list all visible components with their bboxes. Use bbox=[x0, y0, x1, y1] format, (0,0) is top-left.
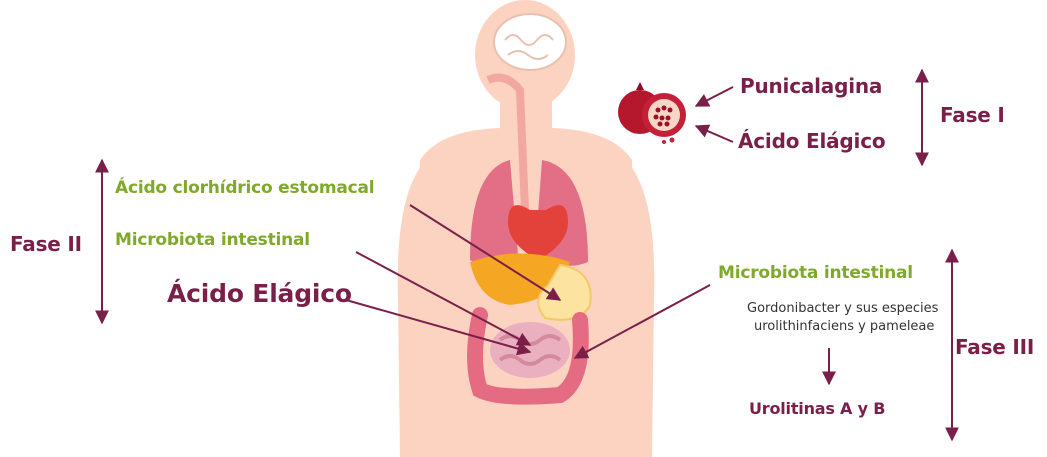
species-line-2: urolithinfaciens y pameleae bbox=[754, 318, 934, 336]
species-line-1: Gordonibacter y sus especies bbox=[747, 300, 938, 318]
acido-elagico-phase1-label: Ácido Elágico bbox=[738, 129, 885, 153]
pomegranate-icon bbox=[618, 82, 686, 144]
acido-elagico-phase2-label: Ácido Elágico bbox=[167, 279, 352, 308]
microbiota-phase2-label: Microbiota intestinal bbox=[115, 230, 310, 250]
fase-iii-label: Fase III bbox=[955, 335, 1034, 359]
acido-elagico-phase1-arrow bbox=[696, 126, 733, 142]
urolitinas-label: Urolitinas A y B bbox=[749, 399, 885, 418]
microbiota-phase3-label: Microbiota intestinal bbox=[718, 263, 913, 283]
punicalagina-arrow bbox=[696, 87, 733, 106]
fase-ii-label: Fase II bbox=[10, 232, 82, 256]
punicalagina-label: Punicalagina bbox=[740, 74, 882, 98]
brain bbox=[494, 14, 566, 70]
fase-i-label: Fase I bbox=[940, 103, 1005, 127]
acido-clorhidrico-label: Ácido clorhídrico estomacal bbox=[115, 178, 374, 198]
